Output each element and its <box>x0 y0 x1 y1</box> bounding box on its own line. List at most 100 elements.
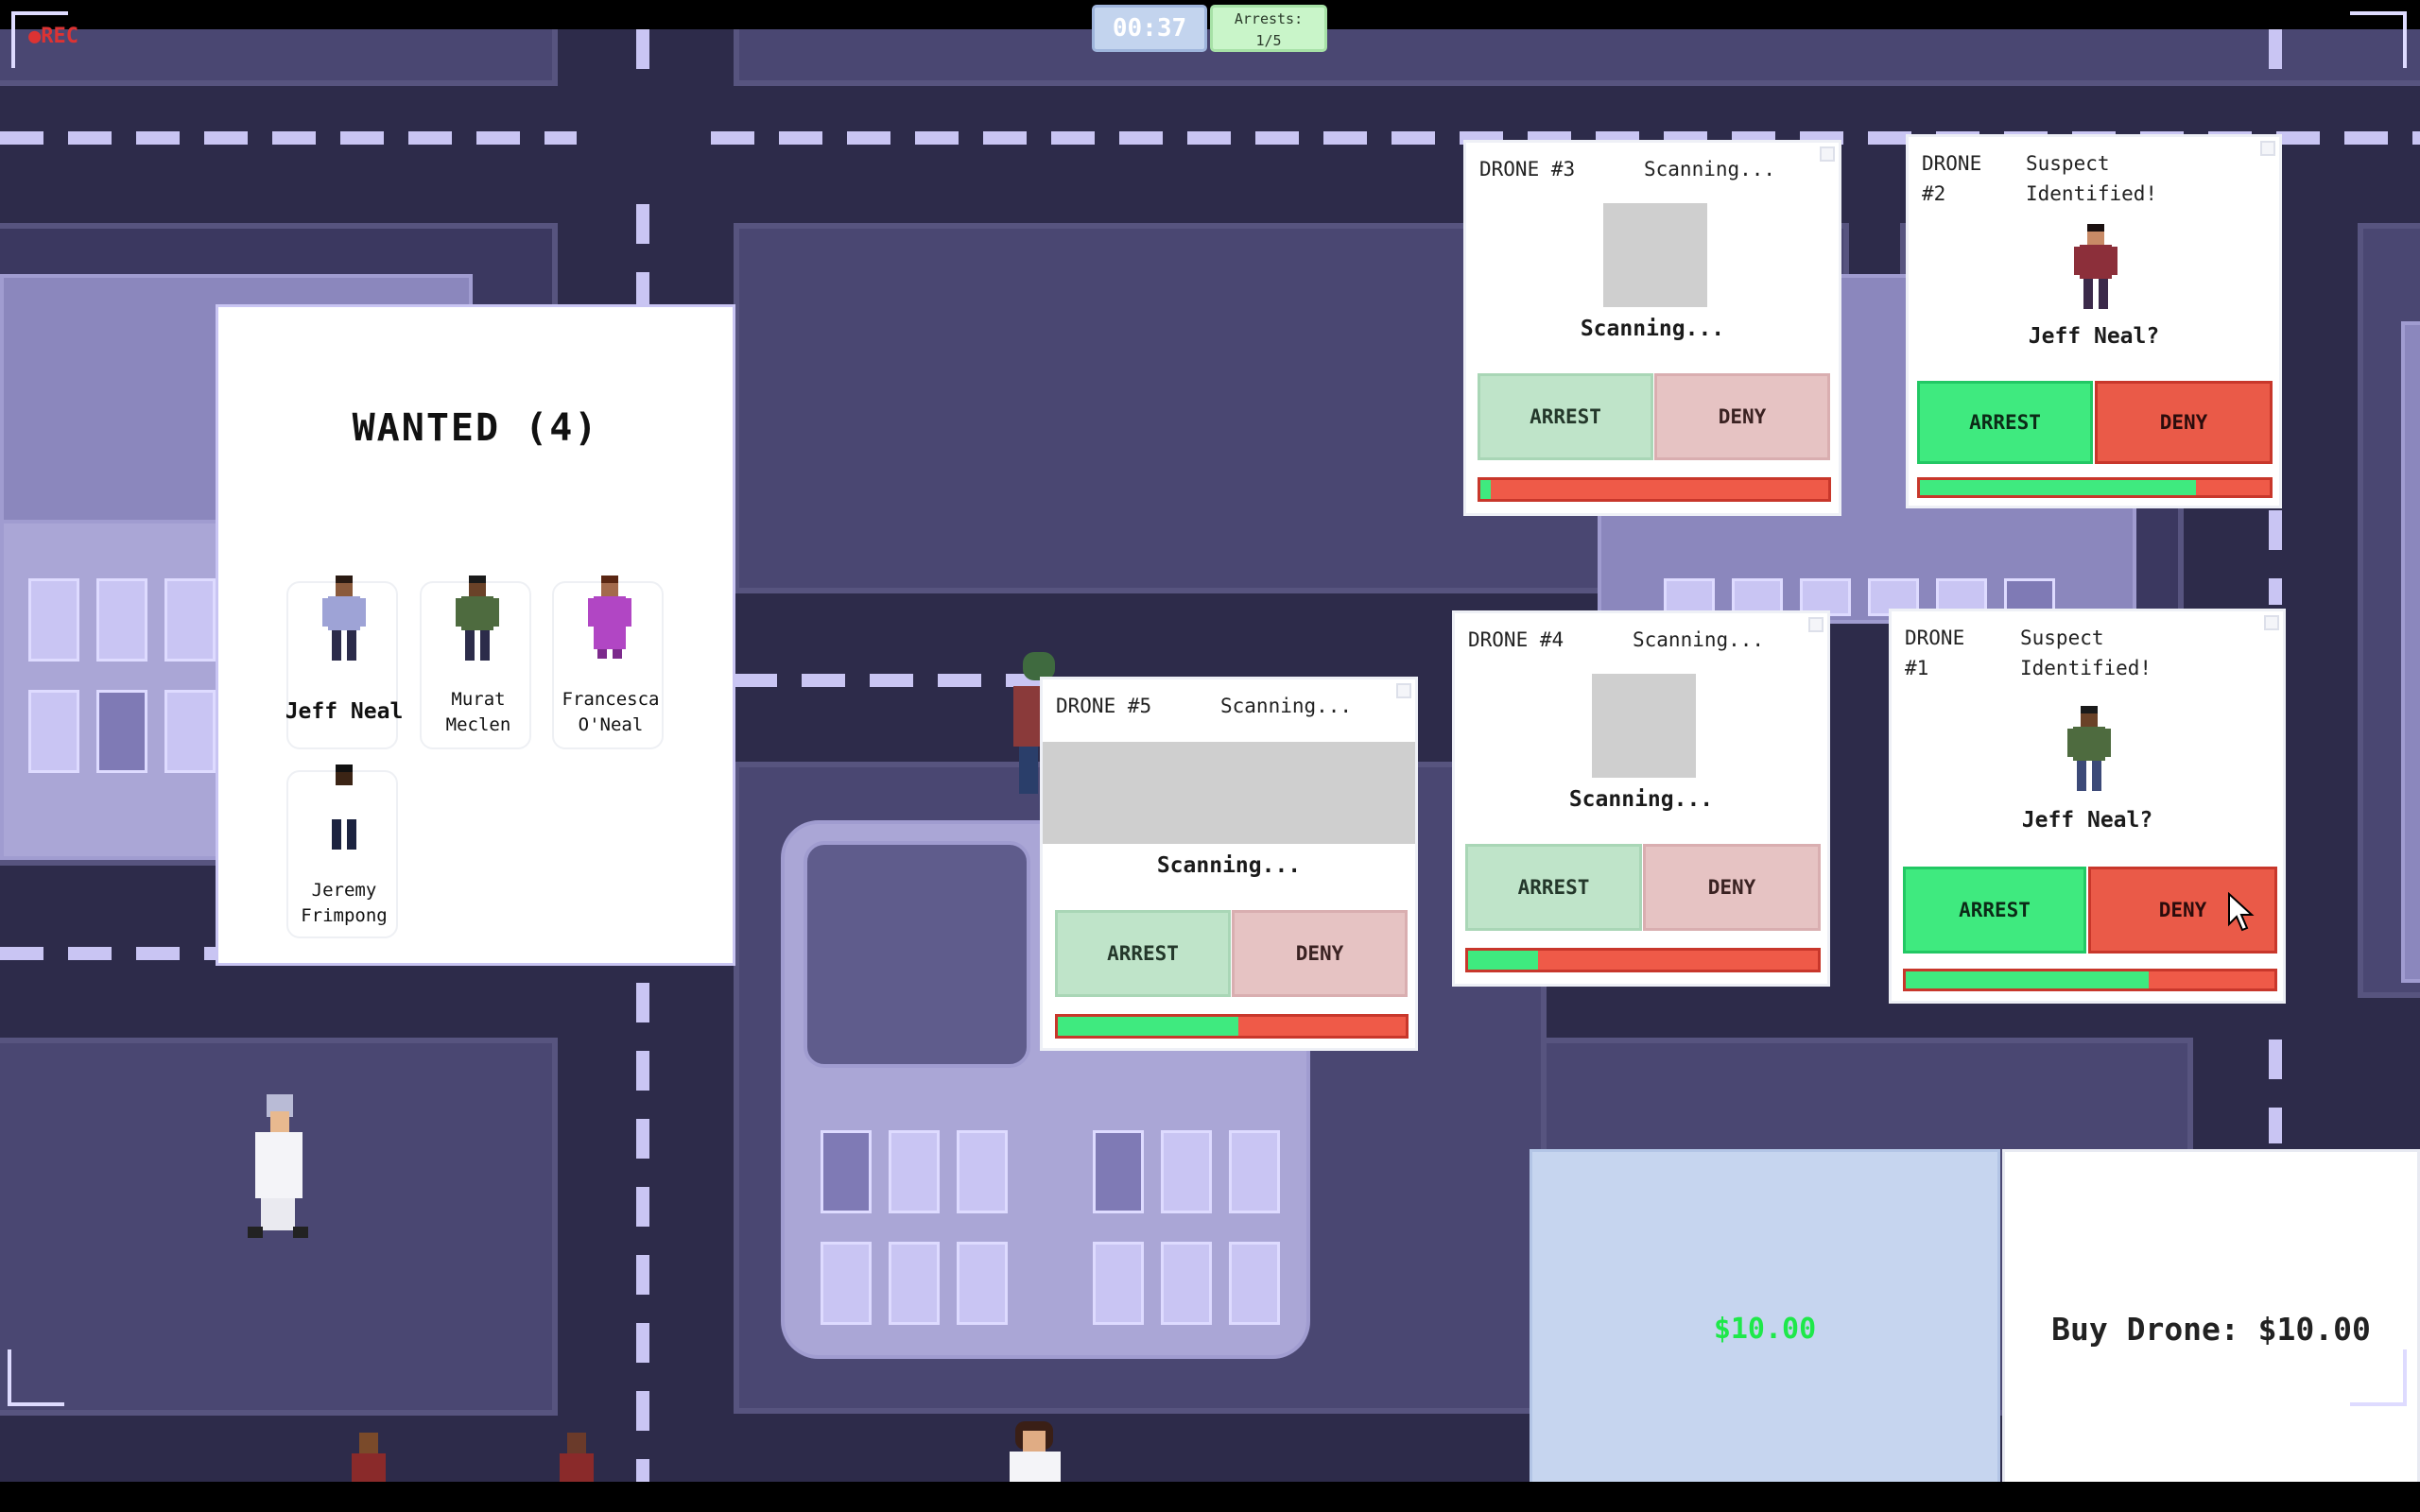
scan-result: Jeff Neal? <box>2021 808 2153 833</box>
window <box>96 690 147 773</box>
close-button[interactable] <box>1396 683 1411 698</box>
rec-indicator: ●REC <box>28 25 78 48</box>
drone-status-line2: Identified! <box>2026 182 2158 205</box>
sprite-pixel <box>336 765 353 772</box>
sprite-pixel <box>2077 761 2086 791</box>
wanted-suspect-card: Jeremy Frimpong <box>286 765 398 938</box>
sprite-pixel <box>2074 247 2080 275</box>
viewfinder-corner-bl <box>8 1349 64 1406</box>
sprite-pixel <box>2081 706 2098 713</box>
window <box>1161 1242 1212 1325</box>
city-block <box>0 29 558 86</box>
drone-status: Suspect Identified! <box>2020 623 2152 683</box>
window <box>821 1242 872 1325</box>
sprite-pixel <box>2092 761 2101 791</box>
sprite-pixel <box>588 598 594 627</box>
drone-id: DRONE #1 <box>1905 623 1964 683</box>
window <box>821 1130 872 1213</box>
road-marking <box>636 29 649 86</box>
sprite-pixel <box>2067 729 2073 757</box>
drone-timer-bar <box>1478 477 1831 502</box>
drone-timer-fill <box>1468 951 1538 970</box>
drone-timer-bar <box>1917 477 2273 498</box>
sprite-pixel <box>601 583 618 596</box>
window <box>28 690 79 773</box>
scan-result: Scanning... <box>1568 787 1714 812</box>
wanted-suspect-card: Jeff Neal <box>285 576 403 749</box>
buy-drone-button[interactable]: Buy Drone: $10.00 <box>2002 1149 2420 1508</box>
deny-button[interactable]: DENY <box>2095 381 2273 464</box>
close-button[interactable] <box>2260 141 2275 156</box>
sprite-pixel <box>2083 279 2093 309</box>
road-marking <box>2269 29 2282 86</box>
wanted-suspect-card: Francesca O'Neal <box>552 576 664 749</box>
mouse-cursor-icon <box>2228 892 2255 932</box>
drone-status-line1: Suspect <box>2026 152 2110 175</box>
window <box>164 690 216 773</box>
scan-preview <box>1603 203 1707 307</box>
arrest-button[interactable]: ARREST <box>1055 910 1231 997</box>
sprite-pixel <box>2112 247 2118 275</box>
road-marking <box>636 983 649 1482</box>
drone-timer-fill <box>1906 971 2150 988</box>
road-marking <box>636 204 649 318</box>
sprite-pixel <box>2087 224 2104 232</box>
window <box>164 578 216 662</box>
scan-result: Scanning... <box>1580 317 1725 341</box>
sprite-pixel <box>461 596 493 630</box>
drone-status: Scanning... <box>1220 695 1353 717</box>
pedestrian[interactable] <box>558 1433 596 1482</box>
drone-status: Suspect Identified! <box>2026 148 2157 209</box>
pedestrian-scientist[interactable] <box>242 1094 314 1238</box>
window <box>957 1130 1008 1213</box>
drone-window-2: DRONE #2 Suspect Identified! Jeff Neal? … <box>1906 134 2282 508</box>
scan-result: Scanning... <box>1156 853 1302 878</box>
sprite-pixel <box>336 583 353 596</box>
close-button[interactable] <box>1808 617 1824 632</box>
drone-window-3: DRONE #3 Scanning... Scanning... ARREST … <box>1463 140 1841 516</box>
arrest-button[interactable]: ARREST <box>1478 373 1653 460</box>
suspect-sprite <box>588 576 631 662</box>
window <box>889 1130 940 1213</box>
drone-window-4: DRONE #4 Scanning... Scanning... ARREST … <box>1452 610 1830 987</box>
sprite-pixel <box>332 630 341 661</box>
arrest-button[interactable]: ARREST <box>1465 844 1642 931</box>
deny-button[interactable]: DENY <box>1232 910 1408 997</box>
arrests-label: Arrests: <box>1234 10 1304 27</box>
drone-id: DRONE #5 <box>1056 695 1152 717</box>
suspect-name: Francesca O'Neal <box>562 689 660 735</box>
sprite-pixel <box>2073 727 2105 761</box>
arrest-button[interactable]: ARREST <box>1903 867 2086 954</box>
deny-button[interactable]: DENY <box>1643 844 1821 931</box>
drone-window-5: DRONE #5 Scanning... Scanning... ARREST … <box>1040 677 1418 1051</box>
sprite-pixel <box>332 819 341 850</box>
sprite-pixel <box>594 623 626 649</box>
deny-button[interactable]: DENY <box>1654 373 1830 460</box>
sprite-pixel <box>336 772 353 785</box>
pedestrian[interactable] <box>1006 1421 1064 1482</box>
road-marking <box>2269 1040 2282 1143</box>
viewfinder-corner-br <box>2350 1349 2407 1406</box>
drone-id-number: #1 <box>1905 657 1929 679</box>
suspect-name: Jeremy Frimpong <box>301 880 388 926</box>
scan-preview <box>1592 674 1696 778</box>
arrest-button[interactable]: ARREST <box>1917 381 2093 464</box>
road-marking <box>2269 510 2282 605</box>
sprite-pixel <box>456 598 461 627</box>
drone-id: DRONE #4 <box>1468 628 1564 651</box>
drone-id-label: DRONE <box>1905 627 1965 649</box>
money-display: $10.00 <box>1530 1149 2000 1508</box>
drone-id: DRONE #3 <box>1479 158 1576 180</box>
wanted-suspect-card: Murat Meclen <box>420 576 531 749</box>
sprite-pixel <box>2080 245 2112 279</box>
window <box>1093 1242 1144 1325</box>
drone-id: DRONE #2 <box>1922 148 1981 209</box>
drone-timer-fill <box>1480 480 1492 499</box>
pedestrian[interactable] <box>350 1433 388 1482</box>
sprite-pixel <box>601 576 618 583</box>
close-button[interactable] <box>1820 146 1835 162</box>
close-button[interactable] <box>2264 615 2279 630</box>
window <box>889 1242 940 1325</box>
scan-preview <box>1043 742 1415 844</box>
